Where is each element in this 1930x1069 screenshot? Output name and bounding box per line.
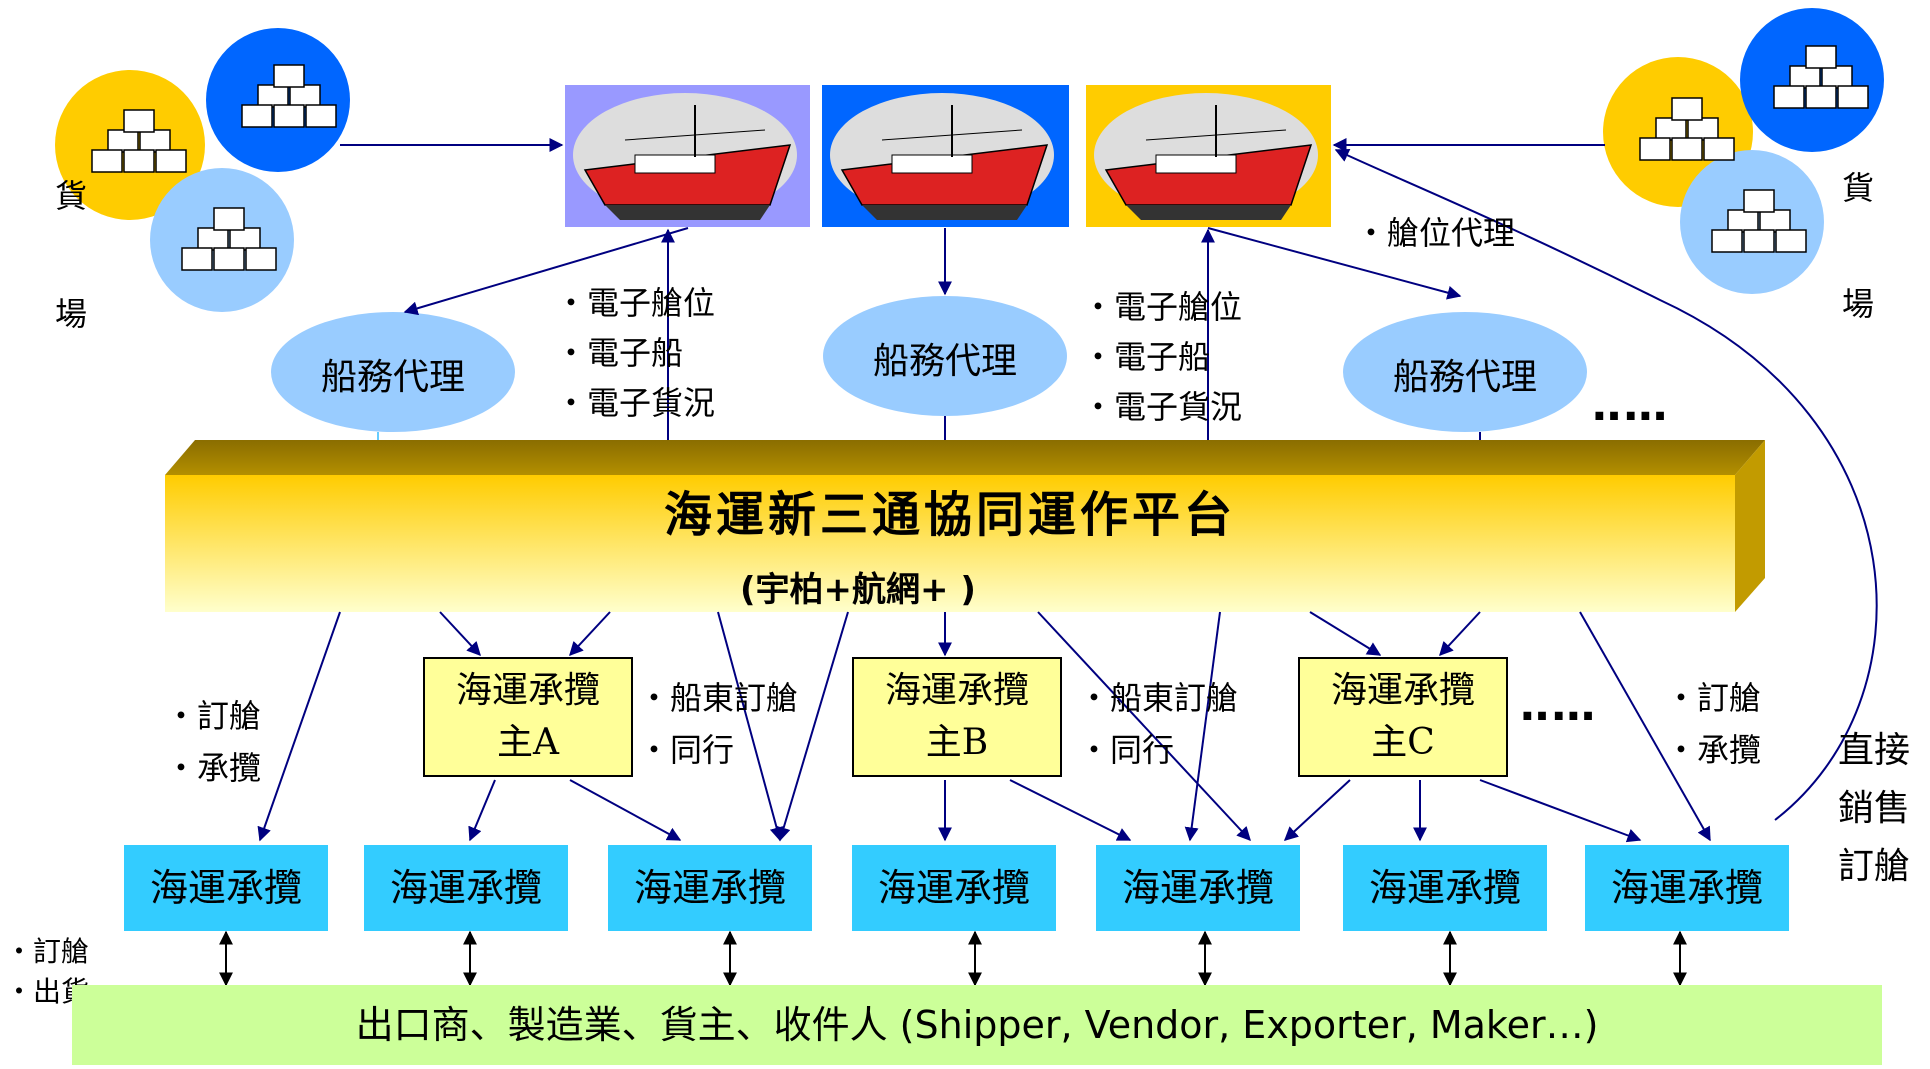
ship-2 xyxy=(822,85,1069,227)
annot-item: ・船東訂艙 xyxy=(638,679,799,717)
ellipsis-agents: ‥… xyxy=(1592,380,1670,431)
agent-label-2: 船務代理 xyxy=(872,341,1017,382)
direct-sale-line: 銷售 xyxy=(1838,788,1911,829)
agent-label-3: 船務代理 xyxy=(1392,357,1537,398)
arrow-ship-to-agent-3 xyxy=(1207,227,1462,300)
left-yard-char2: 場 xyxy=(55,295,88,333)
ship-icon xyxy=(1093,92,1319,221)
annot-left: ・訂艙 ・承攬 xyxy=(165,690,261,794)
ellipsis-masters: ‥… xyxy=(1520,680,1598,731)
arrow xyxy=(1283,779,1351,841)
arrow xyxy=(1037,611,1251,842)
arrow xyxy=(717,611,784,842)
agent-label-1: 船務代理 xyxy=(320,357,465,398)
forwarder-box: 海運承攬 xyxy=(852,845,1056,931)
right-cargo-yard xyxy=(1603,8,1884,294)
left-cargo-yard xyxy=(55,28,350,312)
master-forwarder-b: 海運承攬 主B xyxy=(852,657,1062,777)
ship-icon xyxy=(829,92,1055,221)
annot-item: ・同行 xyxy=(638,731,735,769)
platform-subtitle: (宇柏+航網+ ) xyxy=(740,570,976,610)
right-yard-char2: 場 xyxy=(1842,285,1875,323)
shippers-bar: 出口商、製造業、貨主、收件人 (Shipper, Vendor, Exporte… xyxy=(72,985,1882,1065)
annot-item: ・船東訂艙 xyxy=(1078,679,1239,717)
master-line1: 海運承攬 xyxy=(455,670,600,711)
arrow xyxy=(1439,611,1481,657)
arrow xyxy=(569,779,682,841)
forwarder-box: 海運承攬 xyxy=(364,845,568,931)
annot-right: ・訂艙 ・承攬 xyxy=(1665,672,1761,776)
bullet-item: ・電子貨況 xyxy=(555,384,716,422)
bullet-list-right: ・電子艙位 ・電子船 ・電子貨況 xyxy=(1082,282,1242,432)
bullet-item: ・電子貨況 xyxy=(1082,388,1243,426)
forwarder-box: 海運承攬 xyxy=(1343,845,1547,931)
arrow-ship-to-agent-1 xyxy=(403,227,689,316)
agent-ellipse-2 xyxy=(823,296,1067,416)
annot-item: ・承攬 xyxy=(165,749,262,787)
direct-sale-label: 直接 銷售 訂艙 xyxy=(1838,722,1910,896)
forwarder-box: 海運承攬 xyxy=(124,845,328,931)
bullet-item: ・電子船 xyxy=(1082,338,1211,376)
annot-item: ・訂艙 xyxy=(165,697,262,735)
arrow xyxy=(1309,611,1382,656)
master-line2: 主C xyxy=(1371,722,1435,763)
annot-item: ・訂艙 xyxy=(1665,679,1762,717)
platform-title: 海運新三通協同運作平台 xyxy=(663,487,1236,543)
bullet-item: ・電子艙位 xyxy=(1082,288,1243,326)
master-line1: 海運承攬 xyxy=(1330,670,1475,711)
direct-sale-line: 直接 xyxy=(1838,730,1911,771)
master-forwarder-a: 海運承攬 主A xyxy=(423,657,633,777)
arrow xyxy=(569,611,611,657)
master-forwarder-c: 海運承攬 主C xyxy=(1298,657,1508,777)
annot-item: ・承攬 xyxy=(1665,731,1762,769)
arrow xyxy=(468,779,496,842)
left-yard-char1: 貨 xyxy=(55,177,88,215)
arrow xyxy=(776,611,849,842)
bullet-list-left: ・電子艙位 ・電子船 ・電子貨況 xyxy=(555,278,715,428)
right-yard-char1: 貨 xyxy=(1842,169,1875,207)
master-line2: 主A xyxy=(497,722,559,763)
master-line1: 海運承攬 xyxy=(884,670,1029,711)
arrow xyxy=(1479,779,1642,843)
forwarder-box: 海運承攬 xyxy=(608,845,812,931)
agent-ellipse-3 xyxy=(1343,312,1587,432)
bullet-item: ・電子艙位 xyxy=(555,284,716,322)
arrow xyxy=(439,611,481,657)
direct-sale-line: 訂艙 xyxy=(1838,846,1911,887)
agent-ellipse-1 xyxy=(271,312,515,432)
ship-3 xyxy=(1086,85,1331,227)
ship-1 xyxy=(565,85,810,227)
slot-agent-label: ・艙位代理 xyxy=(1355,214,1516,252)
annot-mid-2: ・船東訂艙 ・同行 xyxy=(1078,672,1238,776)
arrow xyxy=(1579,611,1711,842)
forwarder-box: 海運承攬 xyxy=(1096,845,1300,931)
forwarder-box: 海運承攬 xyxy=(1585,845,1789,931)
platform-bar xyxy=(165,440,1765,612)
ship-icon xyxy=(572,92,798,221)
bullet-item: ・電子船 xyxy=(555,334,684,372)
direct-sale-curve xyxy=(1334,149,1878,821)
annot-item: ・同行 xyxy=(1078,731,1175,769)
annot-item: ・訂艙 xyxy=(5,935,90,968)
arrow xyxy=(257,611,341,842)
arrow xyxy=(1009,779,1132,841)
annot-mid-1: ・船東訂艙 ・同行 xyxy=(638,672,798,776)
arrow xyxy=(1184,611,1221,842)
master-line2: 主B xyxy=(925,722,989,763)
